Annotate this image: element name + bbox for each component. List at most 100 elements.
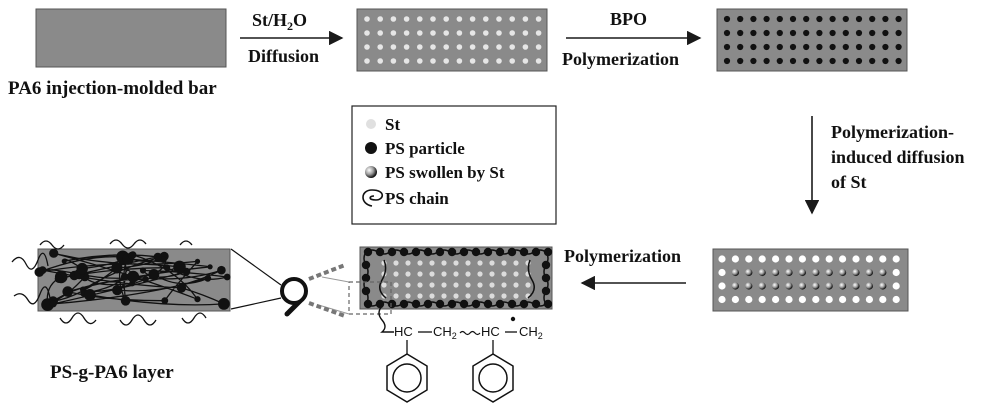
grafted-ps-particle — [375, 247, 385, 257]
ps-dot — [882, 43, 889, 51]
ch2-group-mid: CH2 — [433, 324, 457, 341]
st-diffused-bar — [356, 8, 548, 72]
ps-dot — [855, 57, 863, 65]
inner-st-dot — [429, 271, 435, 277]
swollen-dot — [865, 282, 874, 290]
inner-st-dot — [417, 271, 423, 277]
st-dot — [417, 44, 423, 50]
swollen-dot — [812, 282, 820, 290]
swollen-dot — [798, 295, 807, 304]
ps-dot — [737, 29, 744, 37]
ps-dot — [750, 43, 757, 51]
grafted-ps-particle — [471, 299, 481, 309]
legend-ps-chain-label: PS chain — [385, 189, 449, 208]
ps-dot — [776, 57, 783, 65]
ps-dot — [829, 15, 836, 23]
legend-ps-swollen-label: PS swollen by St — [385, 163, 505, 182]
st-dot — [364, 44, 370, 50]
ps-dot — [789, 29, 797, 37]
inner-st-dot — [429, 260, 435, 266]
swollen-dot — [785, 268, 793, 277]
swollen-dot — [718, 268, 726, 277]
st-dot — [456, 16, 463, 22]
st-dot — [469, 30, 476, 36]
ps-dot — [750, 29, 757, 37]
swollen-dot — [892, 295, 900, 304]
inner-st-dot — [453, 293, 459, 299]
grafted-ps-particle — [541, 286, 551, 296]
inner-st-dot — [513, 260, 519, 266]
ps-dot — [723, 15, 731, 23]
ps-g-pa6-particle — [127, 251, 136, 260]
inner-st-dot — [429, 282, 435, 288]
inner-st-dot — [381, 282, 387, 288]
swollen-dot — [731, 295, 740, 304]
ps-dot — [723, 43, 731, 51]
swollen-dot — [839, 282, 847, 290]
grafted-ps-particle — [411, 247, 421, 257]
grafted-ps-particle — [363, 247, 373, 257]
swollen-dot — [812, 255, 820, 263]
grafted-ps-particle — [387, 247, 397, 257]
st-dot — [417, 16, 423, 22]
ps-g-pa6-particle — [49, 300, 57, 308]
inner-st-dot — [501, 293, 507, 299]
swollen-dot — [718, 255, 726, 263]
st-dot — [377, 58, 384, 64]
swollen-dot — [718, 295, 726, 304]
inner-st-dot — [405, 293, 411, 299]
st-dot — [509, 16, 515, 22]
inner-st-dot — [453, 271, 459, 277]
grafted-ps-particle — [507, 247, 517, 257]
swollen-dot — [892, 255, 900, 263]
grafted-ps-particle — [399, 299, 409, 309]
grafted-ps-particle — [543, 247, 553, 257]
ps-g-pa6-particle — [61, 258, 67, 264]
st-dot — [522, 30, 529, 36]
ps-dot — [750, 57, 757, 65]
grafted-ps-particle — [471, 247, 481, 257]
ps-dot — [816, 43, 823, 51]
ps-dot — [855, 29, 863, 37]
grafted-ps-particle — [519, 299, 529, 309]
polymerization-label-1: Polymerization — [562, 49, 679, 69]
inner-st-dot — [393, 271, 399, 277]
grafted-ps-particle — [507, 299, 517, 309]
swollen-dot — [772, 295, 780, 304]
inner-st-dot — [441, 271, 447, 277]
ps-dot — [816, 15, 823, 23]
swollen-dot — [785, 282, 793, 290]
st-dot — [496, 58, 502, 64]
swollen-ps-bar — [712, 248, 909, 312]
grafted-ps-particle — [531, 299, 541, 309]
ps-g-pa6-particle — [161, 297, 169, 305]
swollen-dot — [812, 295, 820, 304]
inner-st-dot — [525, 282, 531, 288]
ps-g-pa6-particle — [41, 298, 54, 311]
inner-st-dot — [513, 282, 519, 288]
ps-graft-structure: HC CH2 HC CH2 — [378, 305, 543, 403]
st-dot — [417, 30, 423, 36]
grafted-ps-particle — [411, 299, 421, 309]
st-dot — [377, 44, 384, 50]
ps-dot — [763, 15, 770, 23]
swollen-dot — [758, 295, 766, 304]
grafted-ps-particle — [459, 247, 469, 257]
inner-st-dot — [477, 260, 483, 266]
st-dot — [390, 44, 397, 50]
st-dot — [390, 30, 397, 36]
ps-g-pa6-particle — [153, 252, 162, 261]
swollen-dot — [772, 255, 780, 263]
st-dot — [522, 44, 529, 50]
ps-dot — [842, 15, 849, 23]
swollen-dot — [798, 255, 807, 263]
ps-dot — [763, 43, 770, 51]
inner-st-dot — [477, 271, 483, 277]
st-dot — [469, 44, 476, 50]
ps-g-pa6-label: PS-g-PA6 layer — [50, 362, 174, 383]
ps-g-pa6-particle — [34, 267, 45, 277]
swollen-dot-grid — [718, 255, 900, 304]
st-dot — [509, 58, 515, 64]
swollen-dot — [865, 255, 874, 263]
grafted-ps-particle — [543, 299, 553, 309]
